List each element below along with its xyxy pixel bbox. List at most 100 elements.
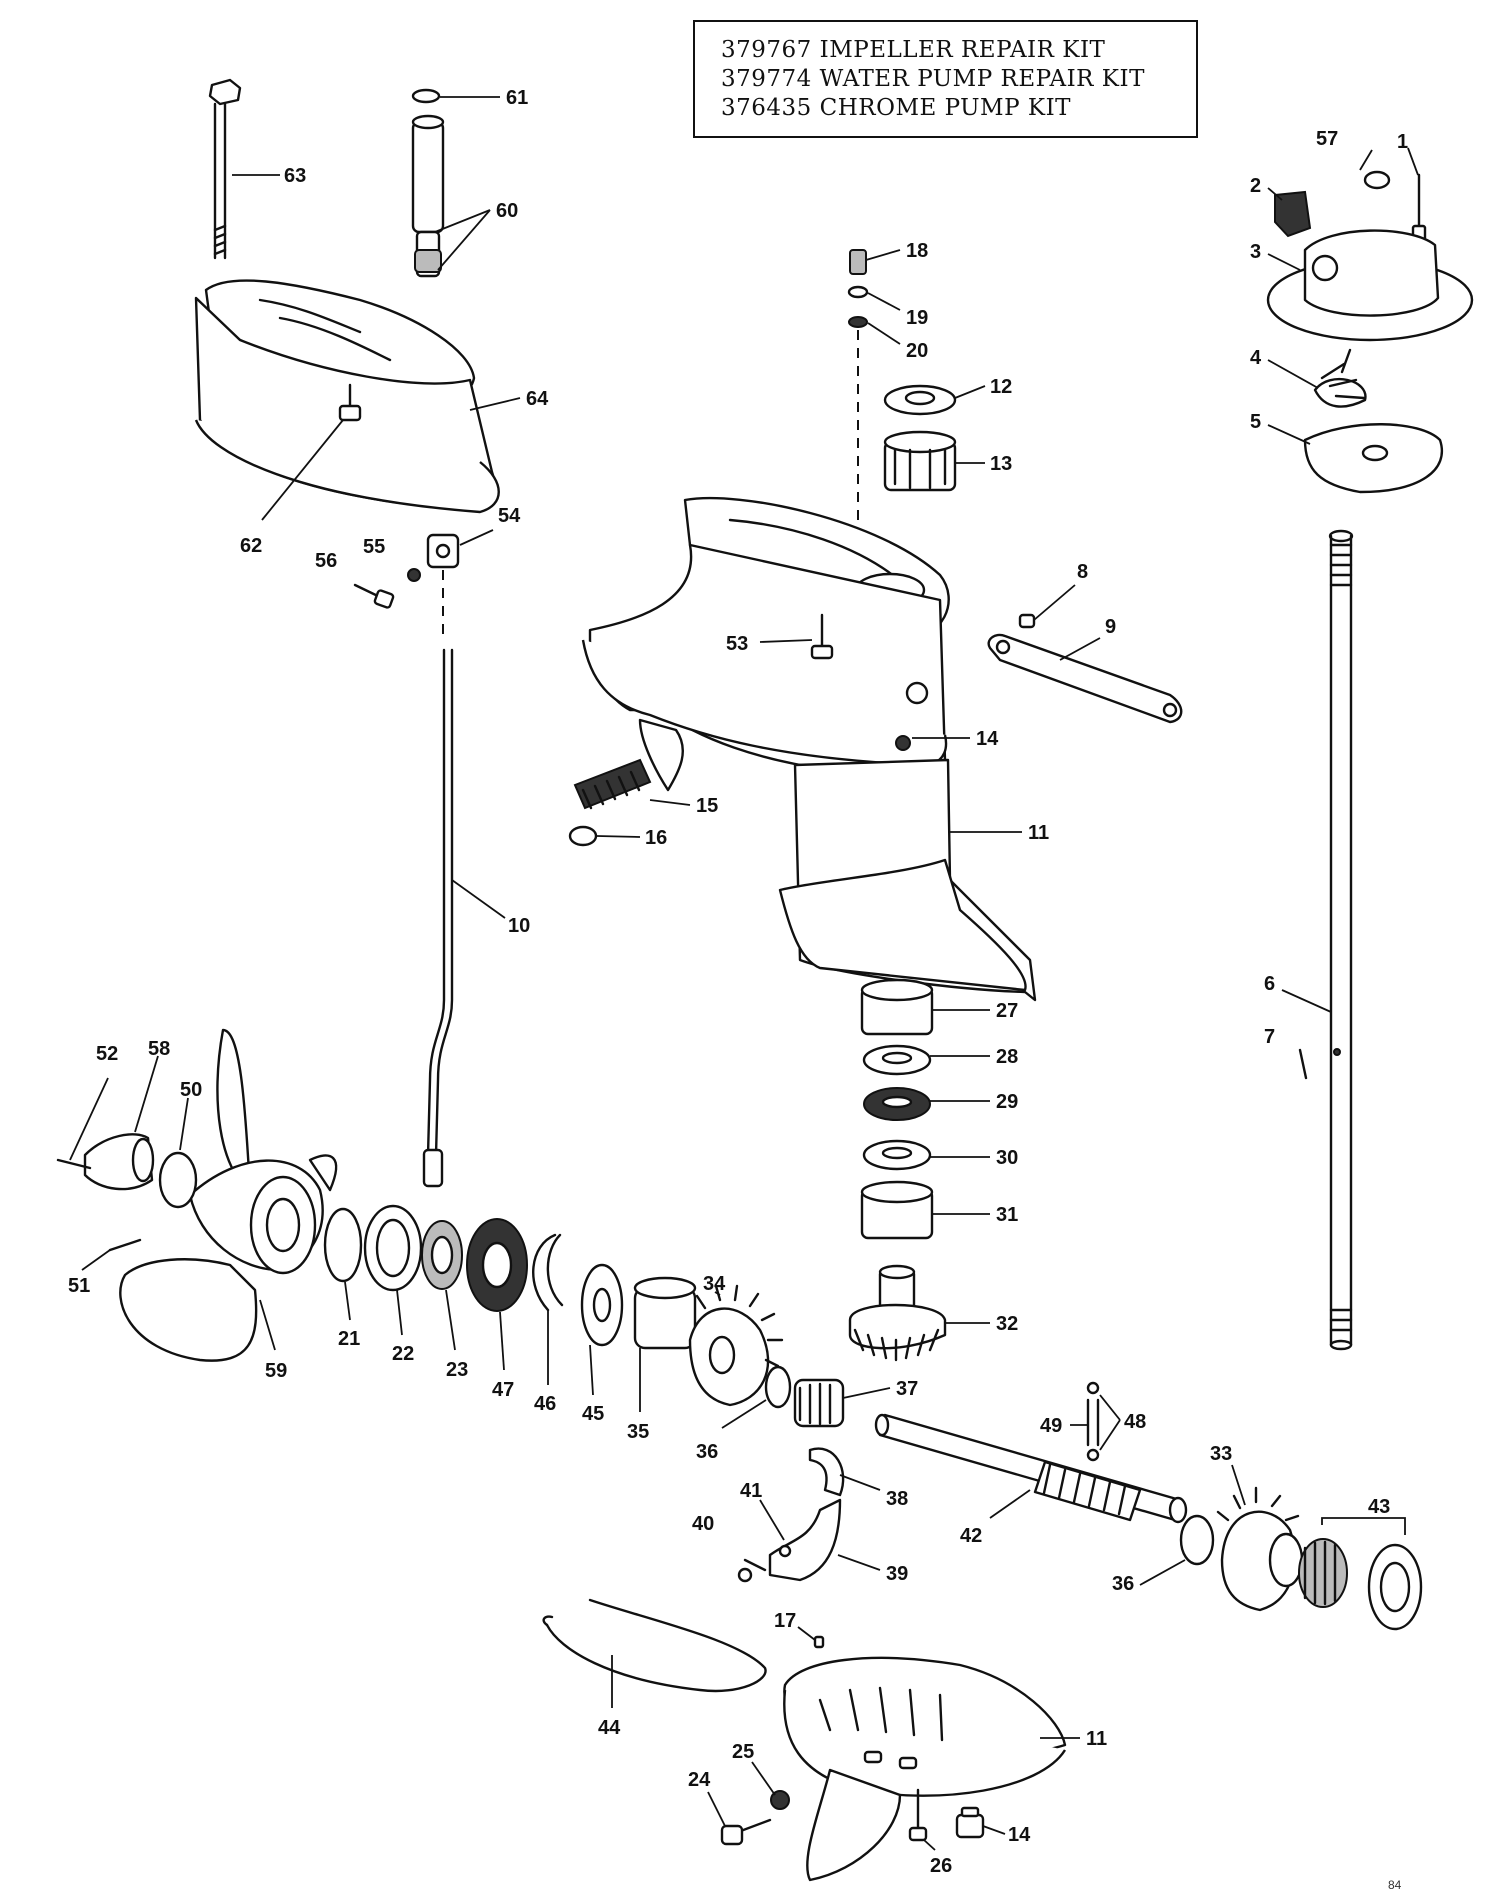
callout: 7 <box>1264 1026 1275 1048</box>
part-gearcase-11 <box>783 1656 1067 1882</box>
callout: 31 <box>996 1204 1018 1226</box>
callout: 55 <box>363 536 385 558</box>
callout: 17 <box>774 1610 796 1632</box>
callout: 59 <box>265 1360 287 1382</box>
callout: 6 <box>1264 973 1275 995</box>
callout: 44 <box>598 1717 621 1739</box>
callout: 19 <box>906 307 928 329</box>
callout: 38 <box>886 1488 908 1510</box>
part-shift-rod-10 <box>422 570 454 1188</box>
callout: 3 <box>1250 241 1261 263</box>
part-lever-39 <box>768 1498 842 1582</box>
part-pin-51 <box>108 1238 142 1252</box>
callout: 16 <box>645 827 667 849</box>
callout: 12 <box>990 376 1012 398</box>
callout: 46 <box>534 1393 556 1415</box>
callout: 36 <box>1112 1573 1134 1595</box>
kit-line-water-pump: 379774 WATER PUMP REPAIR KIT <box>721 66 1145 92</box>
part-pin-7 <box>1298 1048 1308 1080</box>
callout: 24 <box>688 1769 711 1791</box>
part-drive-shaft-6 <box>1328 529 1354 1351</box>
part-screw-26 <box>908 1788 928 1842</box>
callout: 8 <box>1077 561 1088 583</box>
part-spring-15 <box>573 758 652 810</box>
part-link-9 <box>987 613 1183 724</box>
callout: 5 <box>1250 411 1261 433</box>
part-gear-34 <box>688 1284 784 1407</box>
part-screw-52 <box>56 1158 92 1170</box>
callout: 57 <box>1316 128 1338 150</box>
callout: 11 <box>1086 1728 1107 1750</box>
callout: 53 <box>726 633 748 655</box>
callout: 10 <box>508 915 530 937</box>
callout: 14 <box>976 728 999 750</box>
callout: 28 <box>996 1046 1018 1068</box>
callout: 1 <box>1397 131 1408 153</box>
part-stack-upper-drive <box>847 249 957 535</box>
part-driveshaft-housing-11 <box>581 496 1037 1002</box>
part-detent-balls-48-49 <box>1086 1381 1100 1462</box>
callout: 42 <box>960 1525 982 1547</box>
callout: 40 <box>692 1513 714 1535</box>
part-bearing-43 <box>1298 1517 1423 1631</box>
callout: 61 <box>506 87 528 109</box>
callout: 56 <box>315 550 337 572</box>
callout: 33 <box>1210 1443 1232 1465</box>
callout: 47 <box>492 1379 514 1401</box>
callout: 49 <box>1040 1415 1062 1437</box>
callout: 34 <box>703 1273 726 1295</box>
part-bearing-stack <box>848 978 947 1362</box>
part-seal-44-end <box>542 1615 554 1627</box>
callout: 54 <box>498 505 521 527</box>
callout: 14 <box>1008 1824 1031 1846</box>
part-prop-shaft-stack <box>323 1204 697 1350</box>
part-washer-36-right <box>1179 1514 1215 1566</box>
callout: 30 <box>996 1147 1018 1169</box>
callout: 15 <box>696 795 718 817</box>
part-washer-50 <box>158 1151 198 1209</box>
part-prop-shaft-42 <box>874 1413 1188 1524</box>
callout: 37 <box>896 1378 918 1400</box>
part-gear-33 <box>1216 1486 1304 1612</box>
callout: 9 <box>1105 616 1116 638</box>
callout: 62 <box>240 535 262 557</box>
callout: 29 <box>996 1091 1018 1113</box>
callout: 52 <box>96 1043 118 1065</box>
kit-line-impeller: 379767 IMPELLER REPAIR KIT <box>721 37 1106 63</box>
callout: 60 <box>496 200 518 222</box>
callout: 50 <box>180 1079 202 1101</box>
callout: 32 <box>996 1313 1018 1335</box>
part-screw-24 <box>720 1818 772 1846</box>
callout: 36 <box>696 1441 718 1463</box>
part-washer-25 <box>770 1790 790 1810</box>
callout: 26 <box>930 1855 952 1877</box>
callout: 43 <box>1368 1496 1390 1518</box>
callout: 58 <box>148 1038 170 1060</box>
callout: 25 <box>732 1741 754 1763</box>
callout: 22 <box>392 1343 414 1365</box>
repair-kit-box: 379767 IMPELLER REPAIR KIT 379774 WATER … <box>693 20 1198 138</box>
part-clip-54 <box>426 533 460 569</box>
callout: 41 <box>740 1480 762 1502</box>
callout: 51 <box>68 1275 90 1297</box>
part-cap-16 <box>568 825 598 847</box>
part-water-pump-assembly <box>1266 170 1474 494</box>
part-plug-17 <box>813 1635 825 1649</box>
part-propeller-59 <box>119 1028 338 1362</box>
callout: 63 <box>284 165 306 187</box>
part-clutch-37 <box>793 1378 845 1428</box>
part-screw-56 <box>353 583 395 609</box>
part-cam-38 <box>808 1447 845 1497</box>
callout: 4 <box>1250 347 1262 369</box>
callout: 35 <box>627 1421 649 1443</box>
callout: 21 <box>338 1328 360 1350</box>
callout: 11 <box>1028 822 1049 844</box>
callout-layer: 63 61 60 64 62 56 55 54 18 19 20 12 13 5… <box>68 87 1419 1877</box>
part-plug-14-lower <box>955 1806 985 1839</box>
callout: 39 <box>886 1563 908 1585</box>
part-seal-44 <box>545 1598 767 1693</box>
part-screw-40 <box>737 1558 767 1583</box>
part-bolt-63 <box>208 78 242 260</box>
part-tube-60 <box>411 88 445 278</box>
